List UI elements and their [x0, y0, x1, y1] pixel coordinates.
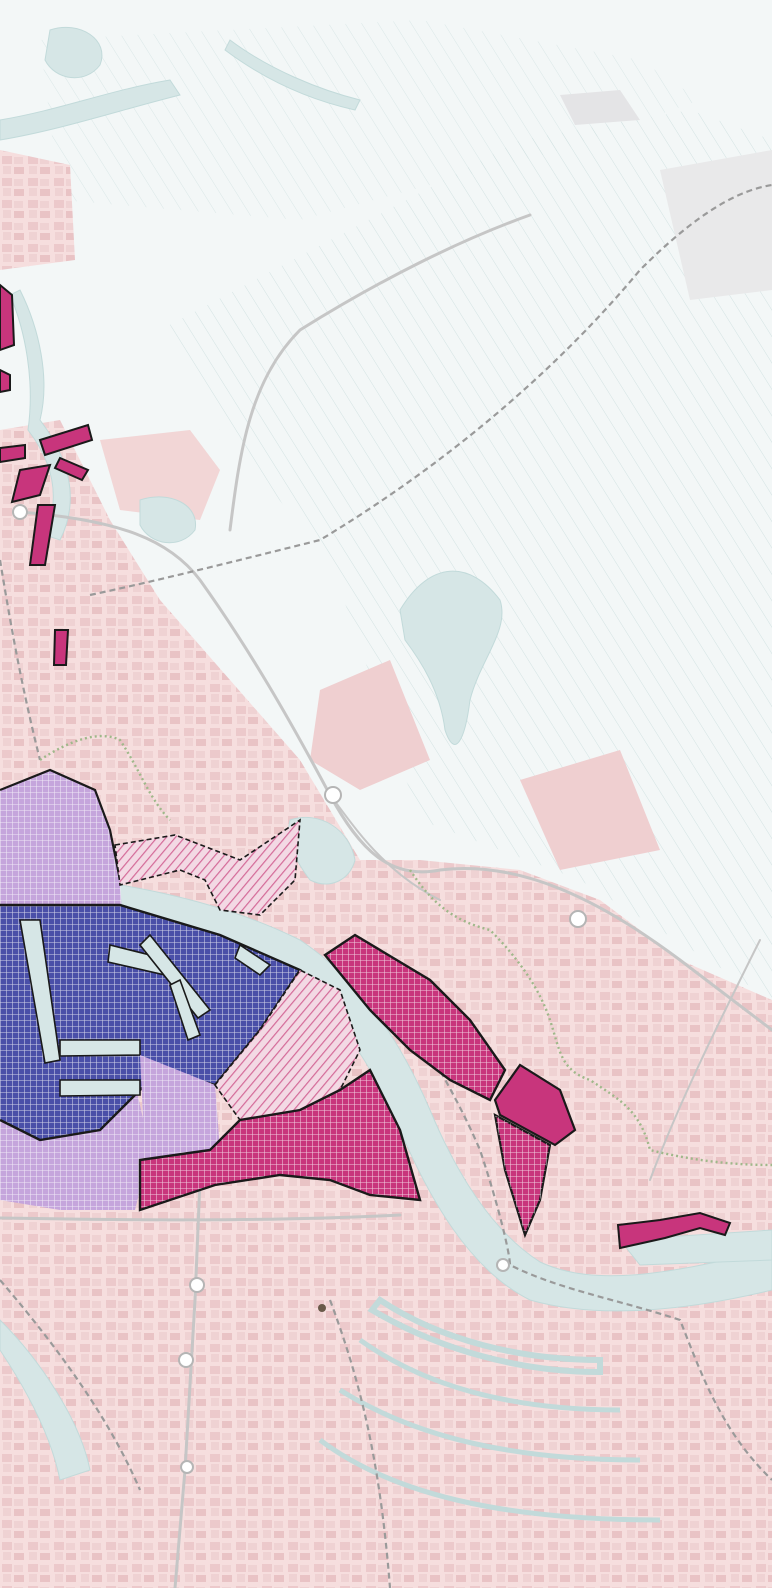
district-magenta-northwest — [0, 283, 94, 666]
station-node-icon — [180, 1460, 194, 1474]
district-pink-hatch-central — [213, 968, 361, 1121]
station-node-icon — [178, 1352, 194, 1368]
green-trail — [39, 734, 772, 1167]
district-pink-hatch-north — [114, 818, 301, 916]
district-blue-harbour — [0, 903, 302, 1142]
district-magenta-far-east — [616, 1211, 732, 1250]
station-node-icon — [189, 1277, 205, 1293]
district-violet-south — [140, 1055, 220, 1160]
district-magenta-east — [323, 933, 577, 1239]
district-magenta-south — [138, 1068, 422, 1212]
station-nodes — [12, 504, 587, 1474]
station-node-icon — [569, 910, 587, 928]
station-node-icon — [496, 1258, 510, 1272]
station-node-icon — [12, 504, 28, 520]
point-marker — [318, 1304, 326, 1312]
railway-lines — [0, 183, 772, 1588]
station-node-icon — [324, 786, 342, 804]
